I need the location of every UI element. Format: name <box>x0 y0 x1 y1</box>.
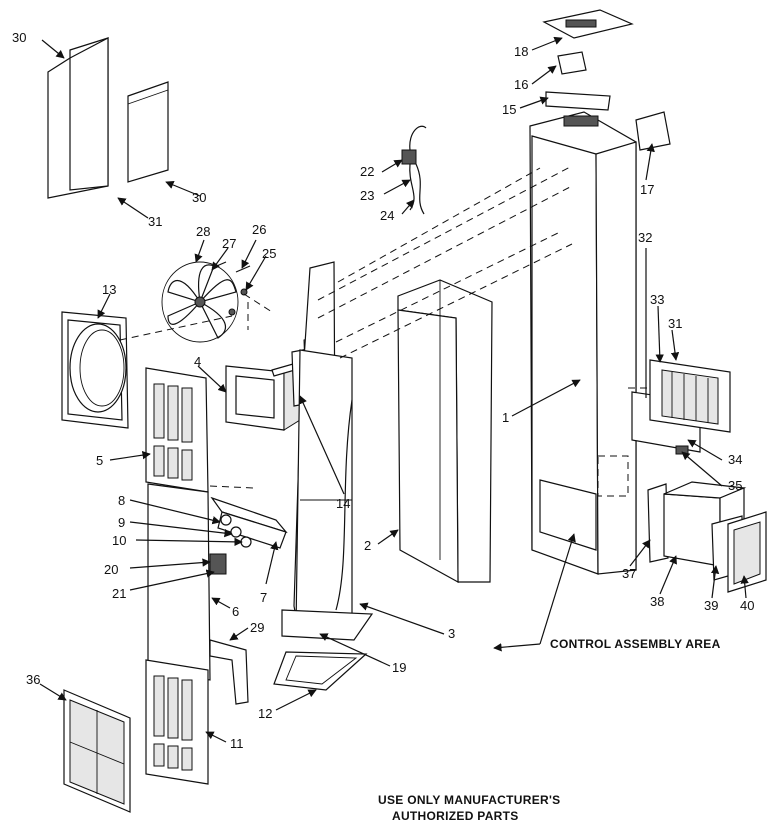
footer-line-2: AUTHORIZED PARTS <box>392 809 519 823</box>
callout-4: 4 <box>194 354 201 369</box>
footer-line-1: USE ONLY MANUFACTURER'S <box>378 793 560 807</box>
switch-wires-drawing <box>401 125 427 215</box>
callout-30-side: 30 <box>192 190 206 205</box>
callout-37: 36 <box>26 672 40 687</box>
control-box-drawing <box>647 481 767 593</box>
callout-12: 12 <box>258 706 272 721</box>
side-panel-drawing <box>47 37 169 199</box>
callout-10: 10 <box>112 533 126 548</box>
side-cap-drawing <box>635 111 671 151</box>
side-grille-drawing <box>631 359 731 455</box>
callout-27: 27 <box>222 236 236 251</box>
callout-leaders <box>39 36 749 743</box>
callout-20: 20 <box>104 562 118 577</box>
callout-13: 13 <box>102 282 116 297</box>
callout-33: 32 <box>638 230 652 245</box>
callout-25: 25 <box>262 246 276 261</box>
callout-22: 22 <box>360 164 374 179</box>
lower-grille-drawing <box>145 659 209 785</box>
callout-36: 35 <box>728 478 742 493</box>
center-column-drawing <box>281 261 374 641</box>
callout-15: 15 <box>502 102 516 117</box>
upper-grille-drawing <box>145 367 209 493</box>
callout-14: 14 <box>336 496 350 511</box>
callout-labels: 30 30 31 28 27 26 25 13 4 5 14 8 9 10 20… <box>12 30 754 751</box>
callout-6: 6 <box>232 604 239 619</box>
callout-2: 2 <box>364 538 371 553</box>
callout-26: 26 <box>252 222 266 237</box>
callout-8: 8 <box>118 493 125 508</box>
fan-shroud-drawing <box>61 311 129 429</box>
callout-16: 16 <box>514 77 528 92</box>
callout-35: 34 <box>728 452 742 467</box>
side-bracket-drawing <box>209 639 249 705</box>
callout-41: 40 <box>740 598 754 613</box>
callout-19: 19 <box>392 660 406 675</box>
control-bracket-drawing <box>209 496 288 575</box>
callout-17: 17 <box>640 182 654 197</box>
callout-7: 7 <box>260 590 267 605</box>
callout-29: 29 <box>250 620 264 635</box>
callout-23: 23 <box>360 188 374 203</box>
callout-21: 21 <box>112 586 126 601</box>
callout-18: 18 <box>514 44 528 59</box>
callout-1: 1 <box>502 410 509 425</box>
callout-34: 33 <box>650 292 664 307</box>
callout-9: 9 <box>118 515 125 530</box>
top-caps-drawing <box>542 9 634 111</box>
callout-32: 31 <box>668 316 682 331</box>
callout-31: 31 <box>148 214 162 229</box>
control-assembly-area-label: CONTROL ASSEMBLY AREA <box>550 637 721 651</box>
cabinet-drawing <box>529 111 637 575</box>
fan-blade-drawing <box>161 261 239 343</box>
callout-24: 24 <box>380 208 394 223</box>
callout-39: 38 <box>650 594 664 609</box>
callout-11: 11 <box>230 736 244 751</box>
motor-mount-drawing <box>225 361 303 431</box>
callout-40: 39 <box>704 598 718 613</box>
filter-grille-drawing <box>63 689 131 813</box>
callout-3: 3 <box>448 626 455 641</box>
callout-5: 5 <box>96 453 103 468</box>
callout-38: 37 <box>622 566 636 581</box>
front-panel-drawing <box>147 483 211 681</box>
back-panel-drawing <box>397 279 493 584</box>
callout-28: 28 <box>196 224 210 239</box>
callout-30-top: 30 <box>12 30 26 45</box>
base-pan-drawing <box>273 651 368 691</box>
